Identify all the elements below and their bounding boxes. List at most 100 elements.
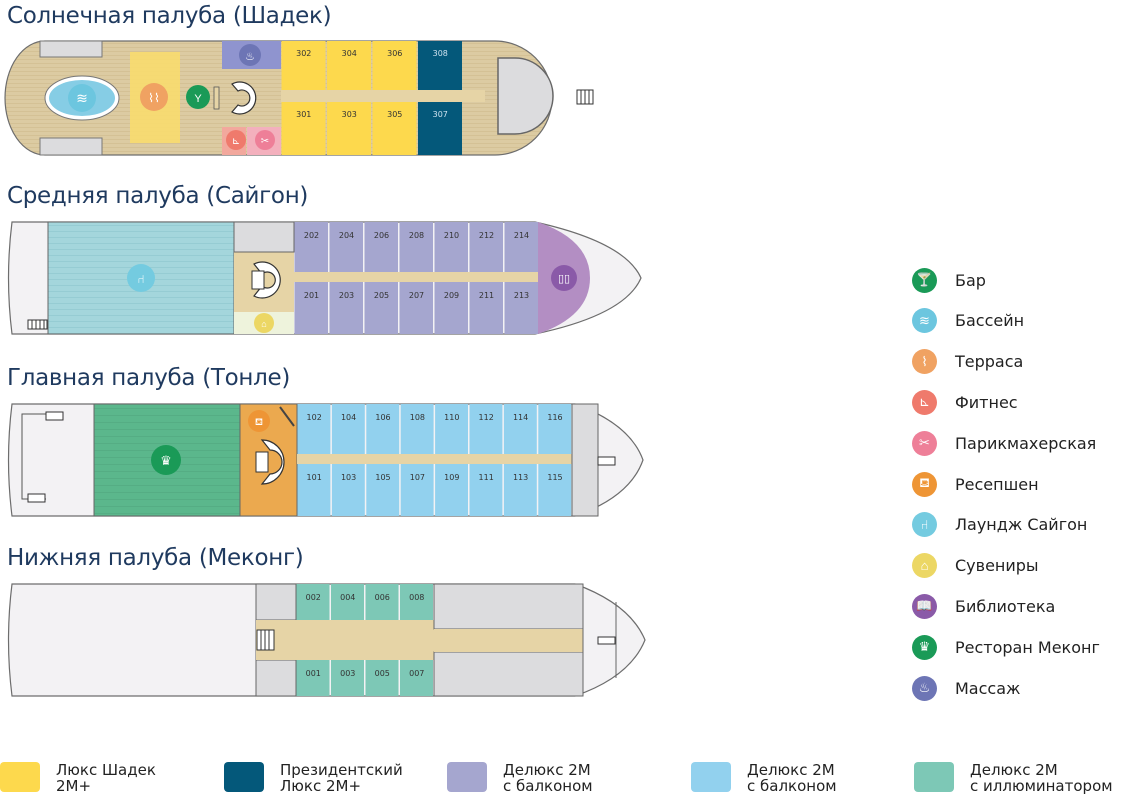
cabin-number: 109: [444, 473, 459, 482]
cabin-number: 111: [479, 473, 494, 482]
massage-icon: ♨: [912, 675, 937, 701]
engine-room: [433, 583, 584, 630]
cabin-206[interactable]: [364, 222, 399, 272]
cabin-112[interactable]: [469, 404, 503, 454]
cabin-113[interactable]: [503, 464, 537, 516]
cabin-101[interactable]: [297, 464, 331, 516]
cabin-number: 006: [375, 593, 390, 602]
legend-item-fitness: ⊾Фитнес: [912, 389, 1018, 415]
cabin-number: 208: [409, 231, 424, 240]
lounge-icon: ⑁: [127, 264, 155, 292]
cabin-115[interactable]: [538, 464, 572, 516]
cabin-108[interactable]: [400, 404, 434, 454]
cabin-105[interactable]: [366, 464, 400, 516]
cabin-003[interactable]: [331, 660, 364, 696]
cabin-number: 002: [306, 593, 321, 602]
armchair-icon: ⑁: [912, 512, 937, 538]
cabin-number: 108: [410, 413, 425, 422]
cabin-107[interactable]: [400, 464, 434, 516]
storage-area: [255, 659, 297, 697]
ladder-icon: [27, 319, 48, 330]
engine-room: [433, 651, 584, 697]
cabin-209[interactable]: [434, 282, 469, 334]
cabin-number: 001: [306, 669, 321, 678]
cabin-102[interactable]: [297, 404, 331, 454]
cabin-color-swatch: [447, 762, 487, 792]
cabin-number: 206: [374, 231, 389, 240]
cabin-legend-item: Делюкс 2М с балконом: [447, 762, 593, 794]
reception-desk-icon: ⛾: [912, 471, 937, 497]
cabin-color-swatch: [691, 762, 731, 792]
cabin-203[interactable]: [329, 282, 364, 334]
corridor: [434, 629, 583, 652]
legend-label: Ресепшен: [955, 474, 1039, 494]
legend-label: Парикмахерская: [955, 433, 1097, 453]
cabin-204[interactable]: [329, 222, 364, 272]
cabin-number: 114: [513, 413, 528, 422]
cabin-201[interactable]: [294, 282, 329, 334]
terrace-icon: ⌇⌇: [140, 83, 168, 111]
cabin-number: 306: [387, 49, 402, 58]
cabin-305[interactable]: [372, 102, 417, 155]
legend-label: Терраса: [955, 352, 1024, 372]
cabin-006[interactable]: [365, 584, 399, 620]
svg-text:⛾: ⛾: [255, 417, 263, 428]
legend-label: Массаж: [955, 678, 1021, 698]
cabin-number: 202: [304, 231, 319, 240]
cabin-212[interactable]: [469, 222, 504, 272]
cabin-number: 103: [341, 473, 356, 482]
cabin-004[interactable]: [331, 584, 364, 620]
cabin-208[interactable]: [399, 222, 434, 272]
cabin-number: 212: [479, 231, 494, 240]
corridor: [294, 272, 538, 282]
cabin-111[interactable]: [469, 464, 503, 516]
legend-label: Бар: [955, 270, 986, 290]
cabin-304[interactable]: [327, 41, 371, 90]
cabin-type-label: Делюкс 2М с иллюминатором: [970, 761, 1113, 795]
cabin-legend-item: Президентский Люкс 2М+: [224, 762, 403, 794]
cabin-302[interactable]: [281, 41, 326, 90]
cabin-303[interactable]: [327, 102, 371, 155]
reception-icon: ⛾: [248, 410, 270, 432]
cabin-301[interactable]: [281, 102, 326, 155]
corridor: [281, 90, 485, 102]
svg-text:⌂: ⌂: [261, 319, 266, 329]
cabin-308[interactable]: [418, 41, 462, 90]
cabin-207[interactable]: [399, 282, 434, 334]
cabin-210[interactable]: [434, 222, 469, 272]
cabin-007[interactable]: [400, 660, 433, 696]
cabin-205[interactable]: [364, 282, 399, 334]
cabin-306[interactable]: [372, 41, 417, 90]
svg-text:♨: ♨: [245, 51, 255, 63]
cabin-114[interactable]: [503, 404, 537, 454]
cabin-109[interactable]: [435, 464, 468, 516]
cabin-211[interactable]: [469, 282, 504, 334]
cabin-number: 207: [409, 291, 424, 300]
cabin-008[interactable]: [400, 584, 433, 620]
legend-label: Библиотека: [955, 596, 1056, 616]
legend-label: Сувениры: [955, 556, 1039, 576]
cabin-002[interactable]: [296, 584, 330, 620]
cabin-116[interactable]: [538, 404, 572, 454]
cabin-307[interactable]: [418, 102, 462, 155]
pool-icon: ≋: [68, 84, 96, 112]
cabin-type-label: Делюкс 2М с балконом: [747, 761, 837, 795]
cabin-213[interactable]: [504, 282, 539, 334]
legend-item-massage: ♨ Массаж: [912, 675, 1020, 701]
cabin-110[interactable]: [435, 404, 468, 454]
cabin-202[interactable]: [294, 222, 329, 272]
book-icon: 📖: [912, 593, 937, 619]
cabin-214[interactable]: [504, 222, 539, 272]
staircase-icon: [251, 261, 281, 299]
cabin-001[interactable]: [296, 660, 330, 696]
cabin-104[interactable]: [331, 404, 365, 454]
cabin-005[interactable]: [365, 660, 399, 696]
cabin-number: 004: [340, 593, 355, 602]
bow-storage: [571, 403, 599, 517]
cabin-106[interactable]: [366, 404, 400, 454]
legend-item-hairdresser: ✂Парикмахерская: [912, 430, 1096, 456]
cabin-103[interactable]: [331, 464, 365, 516]
svg-text:⌇⌇: ⌇⌇: [148, 91, 160, 105]
